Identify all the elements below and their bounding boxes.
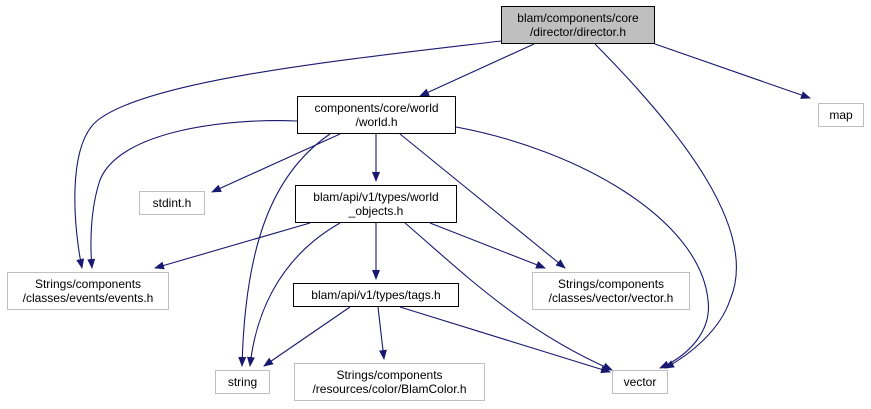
edge-tags-to-vector [399, 306, 611, 374]
node-label-line: map [829, 108, 853, 122]
edge-world-to-events [87, 120, 298, 269]
node-label-line: components/core/world [314, 101, 439, 115]
node-label-line: stdint.h [152, 196, 192, 210]
edge-world-to-vector [455, 126, 709, 369]
edge-world-to-vectorh [399, 133, 566, 269]
edge-root-to-events [74, 40, 502, 269]
edge-world-to-stdint [211, 133, 341, 193]
edge-root-to-vector [594, 43, 737, 369]
edge-tags-to-string [263, 306, 351, 367]
node-label-line: blam/api/v1/types/tags.h [311, 288, 441, 302]
node-map[interactable]: map [818, 103, 864, 127]
node-director-h[interactable]: blam/components/core /director/director.… [501, 6, 655, 44]
node-label-line: Strings/components [336, 368, 443, 382]
node-blamcolor-h[interactable]: Strings/components /resources/color/Blam… [294, 363, 485, 401]
node-label-line: vector [623, 375, 657, 389]
node-label-line: /world.h [355, 115, 398, 129]
node-label-line: /director/director.h [529, 25, 627, 39]
node-label-line: blam/api/v1/types/world [313, 190, 439, 204]
edge-tags-to-blamcolor [377, 306, 387, 360]
edge-world-to-string [238, 133, 331, 367]
node-label-line: /resources/color/BlamColor.h [312, 382, 467, 396]
edge-root-to-map [654, 43, 811, 99]
node-label-line: blam/components/core [517, 11, 639, 25]
edge-world_objects-to-string [246, 222, 341, 367]
node-label-line: string [227, 375, 258, 389]
node-vector-h[interactable]: Strings/components /classes/vector/vecto… [532, 272, 690, 310]
node-world-objects-h[interactable]: blam/api/v1/types/world _objects.h [295, 185, 457, 223]
node-string[interactable]: string [215, 370, 270, 394]
node-label-line: _objects.h [348, 204, 404, 218]
edge-world_objects-to-vectorh [429, 222, 546, 269]
node-world-h[interactable]: components/core/world /world.h [297, 96, 456, 134]
node-stdint-h[interactable]: stdint.h [139, 191, 205, 215]
node-label-line: /classes/vector/vector.h [548, 291, 674, 305]
node-label-line: Strings/components [557, 277, 665, 291]
node-label-line: Strings/components [34, 277, 142, 291]
edge-world_objects-to-vector [404, 222, 613, 371]
node-events-h[interactable]: Strings/components /classes/events/event… [7, 272, 169, 310]
node-label-line: /classes/events/events.h [22, 291, 154, 305]
node-vector[interactable]: vector [612, 370, 668, 394]
node-tags-h[interactable]: blam/api/v1/types/tags.h [293, 283, 459, 307]
edge-root-to-world [419, 43, 535, 97]
edge-world_objects-to-events [154, 222, 311, 270]
